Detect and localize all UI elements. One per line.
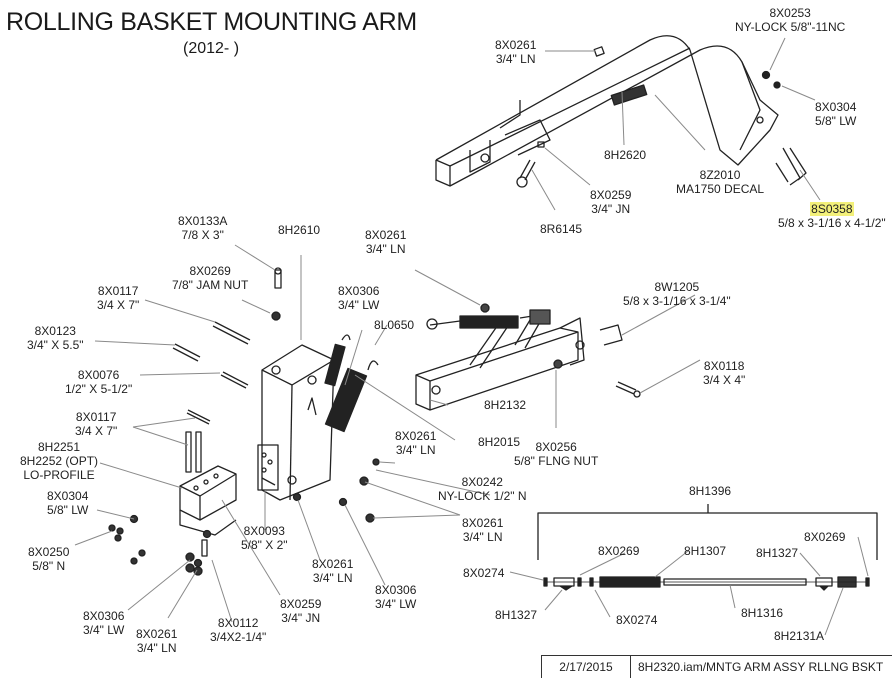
leader-lines xyxy=(74,37,869,636)
bolts-8x0117-b xyxy=(185,409,211,473)
arm-8h2620 xyxy=(435,35,779,187)
bolt-8x0076 xyxy=(220,371,249,389)
spring-8l0650-b xyxy=(324,343,346,387)
washer-8x0304 xyxy=(773,81,781,89)
nut-8x0261-top xyxy=(593,46,605,57)
callout-8h1316: 8H1316 xyxy=(741,606,784,620)
bolt-8x0118 xyxy=(615,381,641,398)
jam-nut-8x0259 xyxy=(537,141,545,148)
u-bolt-8w1205 xyxy=(599,324,623,346)
u-bolt-8s0358 xyxy=(775,147,807,186)
bolt-8x0112 xyxy=(201,539,208,557)
callout-8h2131a: 8H2131A xyxy=(774,629,825,643)
assembly-8h1396 xyxy=(537,504,878,591)
title-block-date: 2/17/2015 xyxy=(542,656,631,678)
page-title: ROLLING BASKET MOUNTING ARM xyxy=(6,8,417,36)
callout-8x0274-left: 8X0274 xyxy=(463,566,505,580)
callout-8r6145: 8R6145 xyxy=(540,222,583,236)
highlighted-part-number: 8S0358 xyxy=(810,202,854,216)
decal-8z2010 xyxy=(610,84,648,106)
title-block: 2/17/2015 8H2320.iam/MNTG ARM ASSY RLLNG… xyxy=(541,655,892,678)
title-block-file: 8H2320.iam/MNTG ARM ASSY RLLNG BSKT xyxy=(638,660,884,674)
nut-8x0253 xyxy=(761,70,771,80)
nuts-lower xyxy=(108,458,380,576)
callout-8x0269-s1: 8X0269 xyxy=(598,544,640,558)
jam-nut-8x0269 xyxy=(271,311,281,321)
bolt-8x0133a xyxy=(274,267,282,289)
callout-8x0274-bottom: 8X0274 xyxy=(616,613,658,627)
bolt-8r6145 xyxy=(516,159,536,188)
nut-8x0261-mid xyxy=(480,303,490,313)
callout-8l0650: 8L0650 xyxy=(374,318,415,332)
flange-nut-8x0256 xyxy=(553,359,563,369)
bracket-8h2610 xyxy=(257,344,335,501)
spring-8l0650 xyxy=(324,334,379,433)
bolt-8x0123 xyxy=(172,343,201,362)
bracket-8h2251 xyxy=(179,465,237,536)
callout-8h2610: 8H2610 xyxy=(278,223,321,237)
page-subtitle: (2012- ) xyxy=(183,40,240,57)
callout-8h1307: 8H1307 xyxy=(684,544,727,558)
callout-8h2015: 8H2015 xyxy=(478,435,521,449)
callout-8h2620: 8H2620 xyxy=(604,148,647,162)
pin-8x0093 xyxy=(261,477,276,486)
callout-8h2132: 8H2132 xyxy=(484,398,527,412)
callout-8h1327-right: 8H1327 xyxy=(756,546,799,560)
callout-8x0269-s2: 8X0269 xyxy=(804,530,846,544)
callout-8h1396: 8H1396 xyxy=(689,484,732,498)
callout-8h1327-left: 8H1327 xyxy=(495,608,538,622)
spring-assembly-8h2015 xyxy=(426,309,551,330)
bolt-8x0117-a xyxy=(212,321,251,345)
